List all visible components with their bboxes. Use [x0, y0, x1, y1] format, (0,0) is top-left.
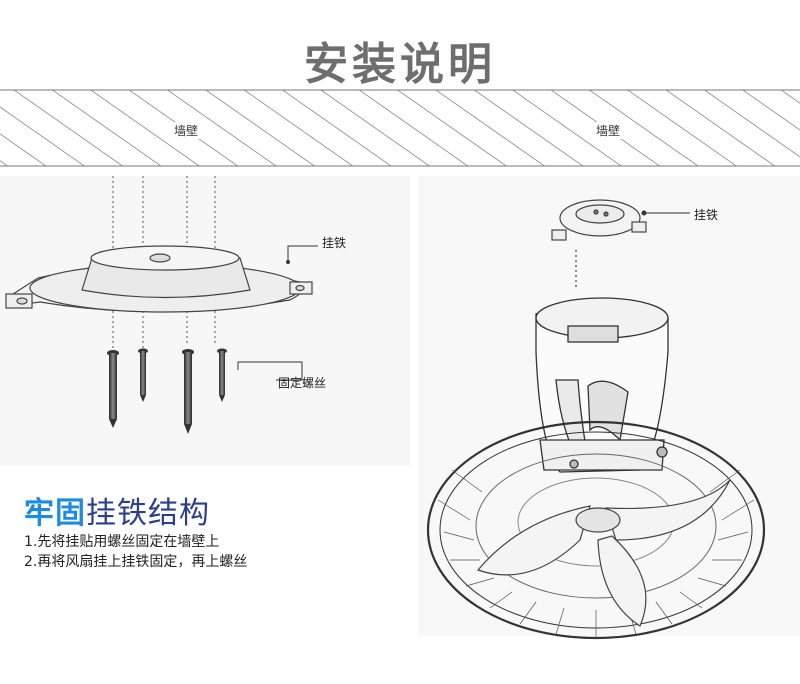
- callout-leader-right: [641, 210, 690, 216]
- hanger-bracket-right: [551, 199, 647, 290]
- wall-label-right: 墙壁: [594, 122, 623, 139]
- fan-housing: [535, 297, 669, 473]
- callout-hanger-left: 挂铁: [322, 236, 347, 250]
- left-panel: [0, 176, 410, 466]
- hanger-bracket-left: [5, 245, 313, 313]
- installation-steps: 1.先将挂贴用螺丝固定在墙壁上 2.再将风扇挂上挂铁固定，再上螺丝: [24, 532, 247, 572]
- step-1: 1.先将挂贴用螺丝固定在墙壁上: [24, 534, 220, 550]
- feature-title-rest: 挂铁结构: [86, 496, 210, 531]
- step-2: 2.再将风扇挂上挂铁固定，再上螺丝: [24, 554, 248, 570]
- callout-fixing-screws: 固定螺丝: [278, 376, 327, 390]
- feature-title: 牢固挂铁结构: [24, 488, 210, 532]
- fixing-screws: [107, 348, 227, 434]
- page-title: 安装说明: [304, 39, 496, 90]
- callout-hanger-right: 挂铁: [694, 208, 719, 222]
- callout-leaders-left: [237, 245, 318, 381]
- fan-guard: [426, 420, 766, 640]
- wall-hatch: [0, 89, 800, 167]
- feature-title-strong: 牢固: [24, 496, 86, 531]
- wall-label-left: 墙壁: [172, 122, 201, 139]
- fan-blades: [476, 479, 731, 627]
